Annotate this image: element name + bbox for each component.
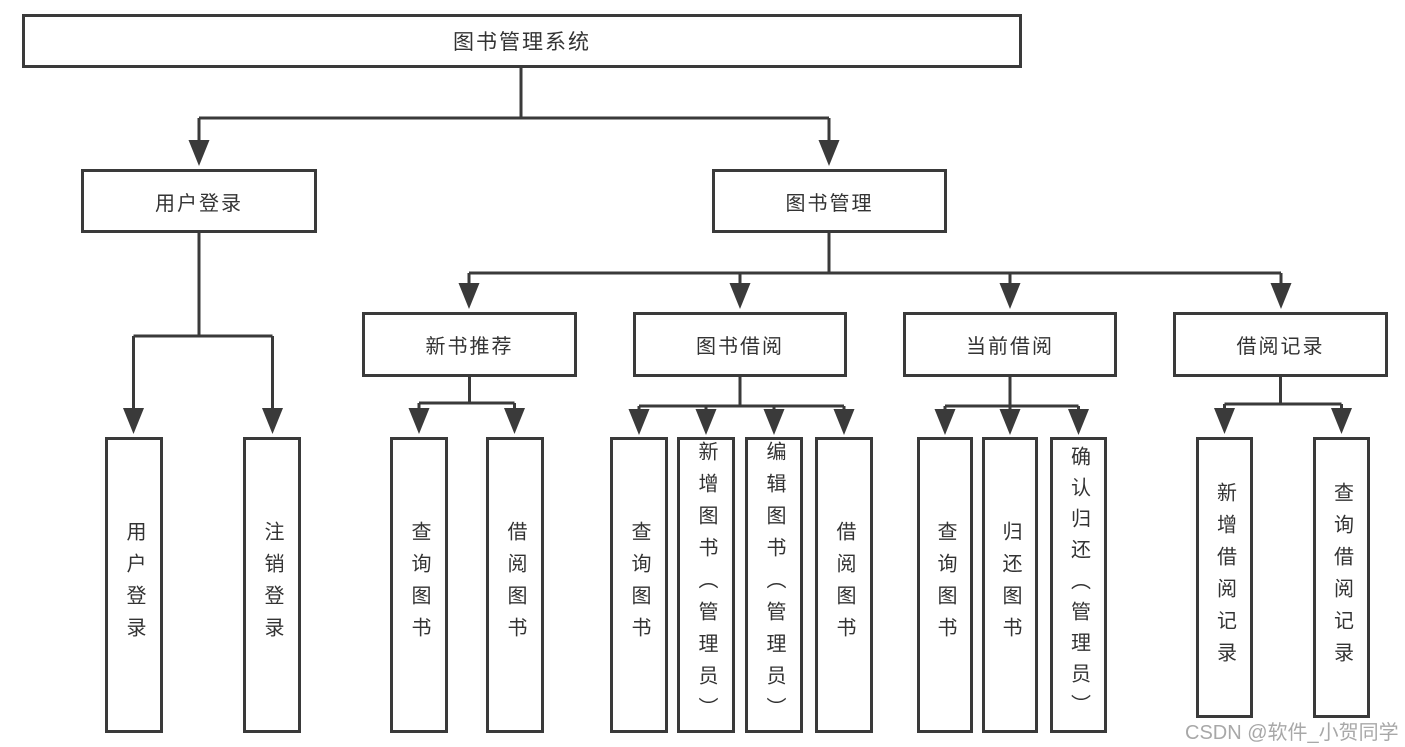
node-user-login-label: 用户登录 <box>155 192 243 215</box>
node-book-management-label: 图书管理 <box>785 192 874 215</box>
node-current-borrow-label: 当前借阅 <box>966 336 1054 358</box>
node-borrow-records-label: 借阅记录 <box>1236 336 1325 358</box>
watermark: CSDN @软件_小贺同学 <box>1185 722 1399 744</box>
leaf-confirm-return-admin-label: 确认归还（管理员） <box>1067 445 1090 725</box>
leaf-borrow-books-recommend-label: 借阅图书 <box>504 521 526 649</box>
node-user-login: 用户登录 <box>81 169 317 233</box>
leaf-query-books-current: 查询图书 <box>917 437 973 733</box>
node-new-book-recommend: 新书推荐 <box>362 312 577 377</box>
leaf-borrow-books: 借阅图书 <box>815 437 873 733</box>
leaf-add-borrow-record: 新增借阅记录 <box>1196 437 1253 718</box>
node-borrow-records: 借阅记录 <box>1173 312 1388 377</box>
leaf-query-books-recommend: 查询图书 <box>390 437 448 733</box>
node-book-management: 图书管理 <box>712 169 947 233</box>
leaf-add-borrow-record-label: 新增借阅记录 <box>1213 481 1236 674</box>
leaf-query-books-borrow-label: 查询图书 <box>628 521 650 649</box>
leaf-borrow-books-label: 借阅图书 <box>833 521 855 649</box>
leaf-query-books-recommend-label: 查询图书 <box>408 521 430 649</box>
node-current-borrow: 当前借阅 <box>903 312 1117 377</box>
leaf-logout: 注销登录 <box>243 437 301 733</box>
node-library-system-label: 图书管理系统 <box>453 31 591 54</box>
leaf-add-book-admin-label: 新增图书（管理员） <box>695 441 717 729</box>
node-book-borrow-label: 图书借阅 <box>696 336 784 358</box>
leaf-borrow-books-recommend: 借阅图书 <box>486 437 544 733</box>
leaf-edit-book-admin-label: 编辑图书（管理员） <box>763 441 785 729</box>
leaf-add-book-admin: 新增图书（管理员） <box>677 437 735 733</box>
leaf-return-book-label: 归还图书 <box>999 521 1021 649</box>
node-new-book-recommend-label: 新书推荐 <box>425 336 514 358</box>
leaf-user-login-label: 用户登录 <box>123 521 145 649</box>
leaf-query-borrow-record: 查询借阅记录 <box>1313 437 1370 718</box>
node-library-system: 图书管理系统 <box>22 14 1022 68</box>
leaf-query-borrow-record-label: 查询借阅记录 <box>1330 481 1353 674</box>
leaf-logout-label: 注销登录 <box>261 521 283 649</box>
leaf-return-book: 归还图书 <box>982 437 1038 733</box>
leaf-edit-book-admin: 编辑图书（管理员） <box>745 437 803 733</box>
leaf-query-books-current-label: 查询图书 <box>934 521 956 649</box>
leaf-user-login: 用户登录 <box>105 437 163 733</box>
leaf-confirm-return-admin: 确认归还（管理员） <box>1050 437 1107 733</box>
node-book-borrow: 图书借阅 <box>633 312 847 377</box>
leaf-query-books-borrow: 查询图书 <box>610 437 668 733</box>
